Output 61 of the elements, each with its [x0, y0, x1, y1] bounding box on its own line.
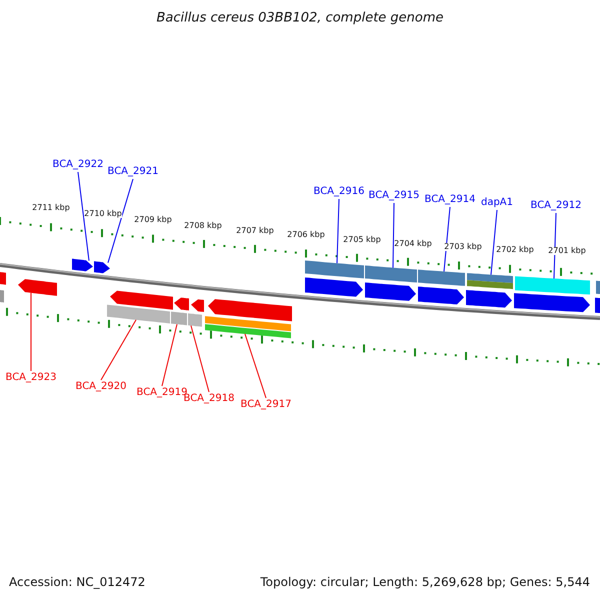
leader-line [244, 333, 266, 398]
scale-label: 2705 kbp [343, 236, 381, 244]
leader-line [392, 202, 394, 268]
gene-block [110, 290, 173, 310]
feature-bar [205, 316, 291, 332]
gene-label: BCA_2915 [368, 191, 420, 201]
diagram-title: Bacillus cereus 03BB102, complete genome [156, 12, 444, 24]
gene-label: BCA_2921 [108, 167, 158, 177]
gene-block [418, 286, 464, 304]
feature-bar [515, 276, 590, 294]
gene-label: BCA_2912 [530, 201, 582, 211]
feature-bar [418, 270, 465, 286]
feature-bar [596, 280, 600, 294]
feature-bar [205, 324, 291, 338]
leader-line [336, 198, 340, 264]
leader-line [162, 324, 178, 386]
gene-label: BCA_2914 [424, 195, 476, 205]
gene-block [191, 299, 204, 312]
gene-label: BCA_2922 [52, 160, 104, 170]
gene-block [174, 298, 189, 310]
gene-block [94, 261, 110, 274]
feature-bar [171, 312, 187, 326]
scale-label: 2701 kbp [548, 247, 586, 255]
scale-label: 2706 kbp [287, 231, 325, 239]
feature-bar [595, 298, 600, 313]
leader-line [190, 325, 210, 392]
gene-block [305, 278, 363, 297]
gene-label: BCA_2920 [76, 382, 126, 392]
gene-block [18, 279, 57, 296]
scale-label: 2702 kbp [496, 246, 534, 254]
scale-label: 2707 kbp [236, 227, 274, 235]
leader-line [490, 210, 498, 276]
leader-line [554, 212, 556, 280]
gene-label: BCA_2916 [314, 187, 364, 197]
gene-label: BCA_2923 [6, 373, 56, 383]
feature-bar [305, 260, 364, 278]
genome-info-text: Topology: circular; Length: 5,269,628 bp; Genes: 5,544 [260, 576, 590, 588]
gene-block [365, 282, 416, 301]
gene-block [466, 290, 512, 308]
gene-label: BCA_2917 [240, 400, 292, 410]
accession-text: Accession: NC_012472 [9, 576, 146, 588]
feature-bar [365, 266, 417, 282]
feature-bar [188, 313, 202, 327]
leader-line [78, 172, 90, 262]
leader-line [30, 292, 32, 372]
scale-label: 2708 kbp [184, 222, 222, 230]
feature-bar [107, 304, 170, 324]
feature-bar [0, 272, 6, 285]
scale-label: 2710 kbp [84, 210, 122, 218]
gene-block [72, 258, 93, 272]
gene-block [208, 299, 292, 322]
scale-label: 2704 kbp [394, 240, 432, 248]
scale-label: 2709 kbp [134, 216, 172, 224]
leader-line [444, 206, 450, 272]
feature-bar [0, 290, 4, 302]
scale-label: 2703 kbp [444, 243, 482, 251]
feature-bar [467, 273, 513, 290]
gene-label: dapA1 [480, 198, 514, 208]
scale-label: 2711 kbp [32, 204, 70, 212]
gene-block [514, 293, 590, 312]
leader-line [108, 178, 134, 264]
